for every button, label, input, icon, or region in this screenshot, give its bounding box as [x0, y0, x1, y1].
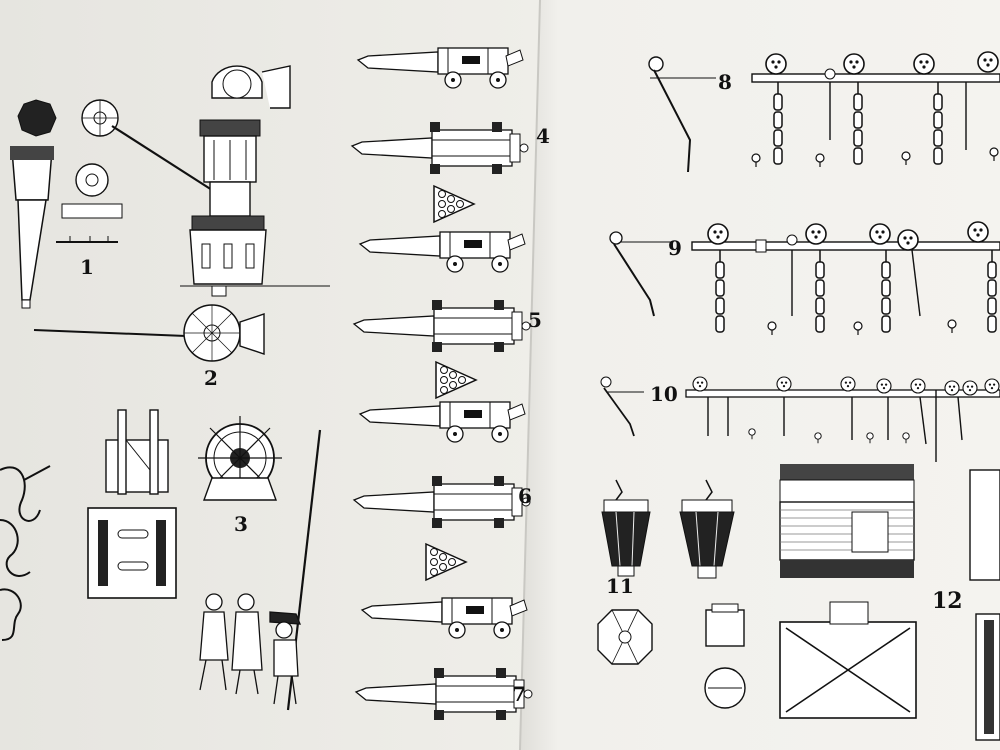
- figure-number-4: 4: [536, 124, 550, 148]
- page-fold: [519, 0, 541, 750]
- figure-8-drawing: [648, 51, 1000, 173]
- figure-number-1: 1: [80, 255, 94, 279]
- sailor-figures: [199, 593, 301, 705]
- figure-3-drawing: [87, 409, 322, 711]
- figure-number-3: 3: [234, 512, 248, 536]
- right-page: [520, 0, 1000, 750]
- figure-2-drawing: [33, 304, 265, 362]
- figure-11-drawing: [597, 479, 746, 709]
- figure-12-drawing: [779, 464, 1000, 741]
- figure-number-2: 2: [204, 366, 218, 390]
- figure-number-5: 5: [528, 308, 542, 332]
- figure-10-drawing: [600, 376, 1000, 462]
- figure-1-drawing: [10, 99, 213, 309]
- ornament-scroll: [0, 465, 51, 641]
- figure-number-11: 11: [606, 574, 634, 598]
- figure-number-8: 8: [718, 70, 732, 94]
- figure-number-12: 12: [932, 588, 963, 614]
- figure-9-drawing: [609, 221, 1000, 336]
- figure-number-10: 10: [650, 382, 678, 406]
- figure-number-6: 6: [518, 484, 532, 508]
- capstan-tower: [180, 65, 330, 297]
- figure-number-9: 9: [668, 236, 682, 260]
- figure-number-7: 7: [512, 682, 526, 706]
